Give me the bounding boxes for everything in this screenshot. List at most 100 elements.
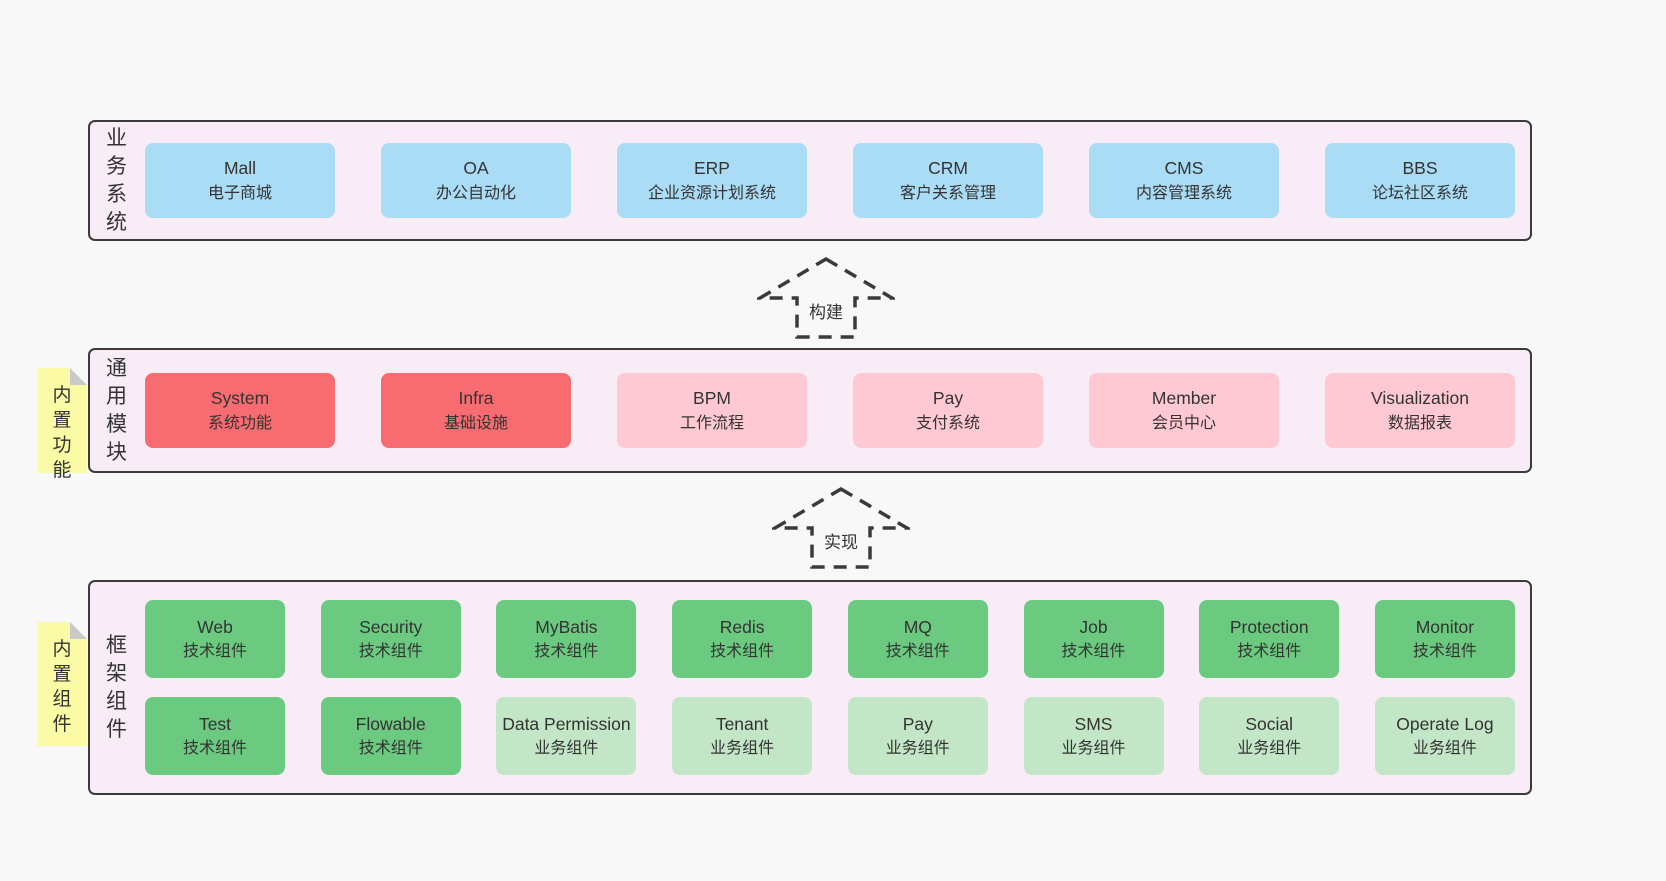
business-systems-section: 业务系统 Mall 电子商城 OA 办公自动化 ERP 企业资源计划系统 CRM… [88,120,1532,241]
box-desc: 技术组件 [710,643,775,661]
box-name: Redis [719,616,765,637]
box-name: MyBatis [535,616,598,637]
box-protection: Protection 技术组件 [1199,600,1340,678]
builtin-features-note-text: 内置功能 [52,385,72,481]
box-mybatis: MyBatis 技术组件 [496,600,637,678]
box-visualization: Visualization 数据报表 [1325,373,1515,448]
build-arrow-label: 构建 [809,303,843,322]
box-erp: ERP 企业资源计划系统 [617,143,807,218]
box-name: Monitor [1415,616,1475,637]
box-social: Social 业务组件 [1199,697,1340,775]
module-boxes: System 系统功能 Infra 基础设施 BPM 工作流程 Pay 支付系统… [130,373,1530,448]
box-name: Security [359,616,423,637]
box-pay-component: Pay 业务组件 [847,697,988,775]
box-mq: MQ 技术组件 [847,600,988,678]
common-modules-section: 通用模块 System 系统功能 Infra 基础设施 BPM 工作流程 Pay… [88,348,1532,473]
box-name: BBS [1402,158,1438,179]
box-desc: 系统功能 [207,414,272,432]
box-cms: CMS 内容管理系统 [1089,143,1279,218]
box-tenant: Tenant 业务组件 [672,697,813,775]
box-test: Test 技术组件 [145,697,285,775]
builtin-features-note: 内置功能 [37,368,87,481]
box-name: BPM [693,388,731,409]
builtin-components-note-text: 内置组件 [52,639,72,735]
framework-row-1: Web 技术组件 Security 技术组件 MyBatis 技术组件 Redi… [145,600,1515,678]
box-oa: OA 办公自动化 [381,143,571,218]
box-bbs: BBS 论坛社区系统 [1325,143,1515,218]
framework-row-2: Test 技术组件 Flowable 技术组件 Data Permission … [145,697,1515,775]
box-desc: 工作流程 [679,414,744,432]
box-web: Web 技术组件 [145,600,285,678]
box-desc: 业务组件 [1412,740,1477,758]
builtin-components-note: 内置组件 [37,622,87,746]
up-arrow-icon [772,486,910,569]
box-name: Member [1151,388,1217,409]
box-name: Tenant [715,713,769,734]
box-desc: 技术组件 [358,643,423,661]
framework-rows: Web 技术组件 Security 技术组件 MyBatis 技术组件 Redi… [130,600,1530,775]
implement-arrow: 实现 [772,486,910,570]
box-desc: 技术组件 [1237,643,1302,661]
box-name: Test [198,713,232,734]
box-desc: 技术组件 [885,643,950,661]
box-sms: SMS 业务组件 [1023,697,1164,775]
box-name: SMS [1074,713,1113,734]
box-desc: 会员中心 [1151,414,1216,432]
box-name: Protection [1229,616,1309,637]
box-operate-log: Operate Log 业务组件 [1374,697,1515,775]
box-name: ERP [694,158,730,179]
box-desc: 业务组件 [710,740,775,758]
box-desc: 业务组件 [534,740,599,758]
common-modules-label: 通用模块 [106,356,127,464]
box-name: Operate Log [1396,713,1494,734]
box-mall: Mall 电子商城 [145,143,335,218]
business-systems-label: 业务系统 [106,126,127,234]
box-name: Pay [932,388,964,409]
box-name: Mall [223,158,257,179]
box-desc: 论坛社区系统 [1371,184,1468,202]
box-desc: 业务组件 [885,740,950,758]
box-bpm: BPM 工作流程 [617,373,807,448]
box-desc: 客户关系管理 [899,184,996,202]
box-desc: 内容管理系统 [1135,184,1232,202]
box-name: Visualization [1371,388,1469,409]
box-job: Job 技术组件 [1023,600,1164,678]
box-name: Social [1245,713,1294,734]
box-infra: Infra 基础设施 [381,373,571,448]
box-name: Job [1079,616,1108,637]
implement-arrow-label: 实现 [824,533,858,552]
box-security: Security 技术组件 [320,600,461,678]
box-member: Member 会员中心 [1089,373,1279,448]
box-desc: 技术组件 [182,740,247,758]
box-desc: 办公自动化 [435,184,516,202]
box-name: Flowable [355,713,426,734]
box-name: Infra [458,388,494,409]
box-name: CRM [928,158,968,179]
box-name: CMS [1164,158,1204,179]
box-desc: 基础设施 [443,414,508,432]
box-desc: 业务组件 [1237,740,1302,758]
box-name: Web [197,616,233,637]
box-name: Pay [902,713,933,734]
build-arrow: 构建 [757,256,895,340]
box-desc: 技术组件 [358,740,423,758]
box-name: Data Permission [502,713,631,734]
box-desc: 技术组件 [182,643,247,661]
business-boxes: Mall 电子商城 OA 办公自动化 ERP 企业资源计划系统 CRM 客户关系… [130,143,1530,218]
box-redis: Redis 技术组件 [672,600,813,678]
framework-components-section: 框架组件 Web 技术组件 Security 技术组件 MyBatis 技术组件… [88,580,1532,795]
box-monitor: Monitor 技术组件 [1374,600,1515,678]
box-crm: CRM 客户关系管理 [853,143,1043,218]
box-name: OA [463,158,489,179]
box-data-permission: Data Permission 业务组件 [496,697,637,775]
box-pay-module: Pay 支付系统 [853,373,1043,448]
box-desc: 数据报表 [1387,414,1452,432]
box-desc: 支付系统 [915,414,980,432]
box-desc: 电子商城 [207,184,272,202]
framework-components-label: 框架组件 [106,633,127,741]
box-name: MQ [903,616,932,637]
box-flowable: Flowable 技术组件 [320,697,461,775]
box-desc: 技术组件 [534,643,599,661]
box-desc: 技术组件 [1061,643,1126,661]
box-desc: 企业资源计划系统 [647,184,776,202]
